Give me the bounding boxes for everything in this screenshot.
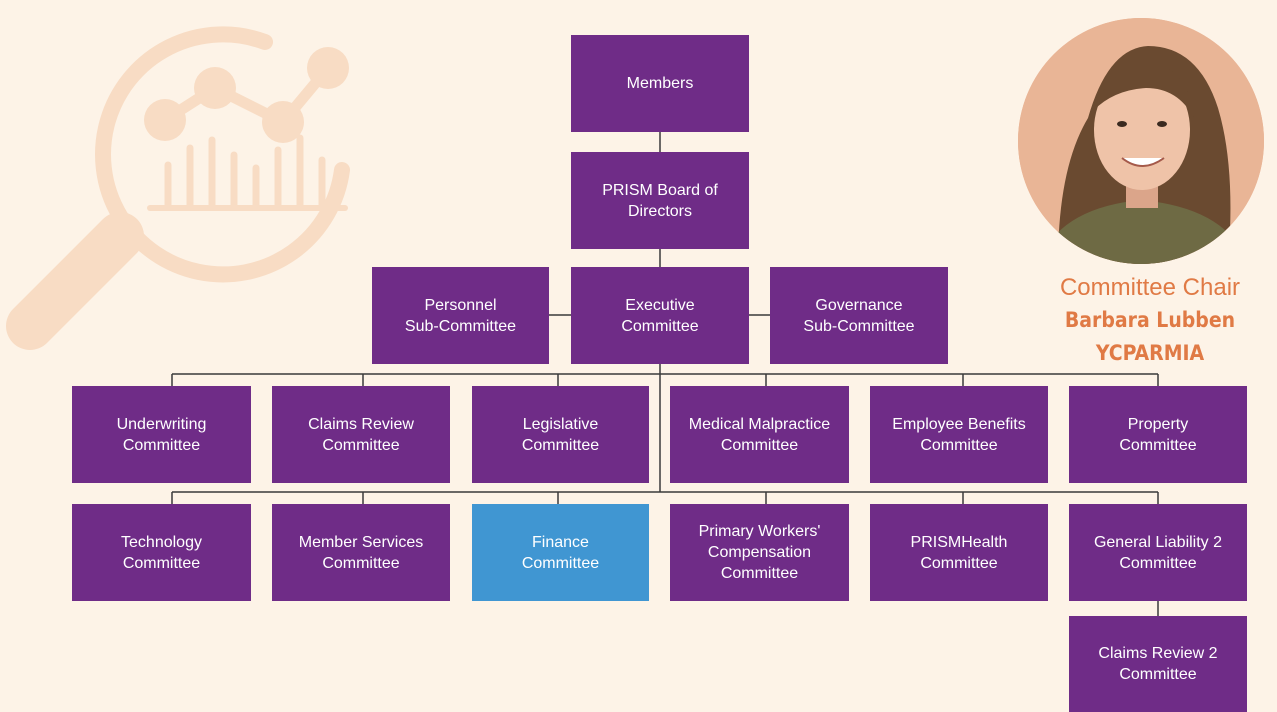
general-liability-2-committee-box[interactable]: General Liability 2 Committee xyxy=(1069,504,1247,601)
claims-review-2-committee-box[interactable]: Claims Review 2 Committee xyxy=(1069,616,1247,712)
claims-review-committee-box[interactable]: Claims Review Committee xyxy=(272,386,450,483)
chair-photo xyxy=(1018,18,1264,264)
chair-organization: YCPARMIA xyxy=(1095,341,1205,365)
personnel-subcommittee-box[interactable]: Personnel Sub-Committee xyxy=(372,267,549,364)
property-committee-box[interactable]: Property Committee xyxy=(1069,386,1247,483)
members-box[interactable]: Members xyxy=(571,35,749,132)
board-box[interactable]: PRISM Board of Directors xyxy=(571,152,749,249)
governance-subcommittee-box[interactable]: Governance Sub-Committee xyxy=(770,267,948,364)
legislative-committee-box[interactable]: Legislative Committee xyxy=(472,386,649,483)
employee-benefits-committee-box[interactable]: Employee Benefits Committee xyxy=(870,386,1048,483)
prismhealth-committee-box[interactable]: PRISMHealth Committee xyxy=(870,504,1048,601)
chair-role: Committee Chair xyxy=(1059,274,1241,301)
underwriting-committee-box[interactable]: Underwriting Committee xyxy=(72,386,251,483)
medical-malpractice-committee-box[interactable]: Medical Malpractice Committee xyxy=(670,386,849,483)
technology-committee-box[interactable]: Technology Committee xyxy=(72,504,251,601)
primary-workers-compensation-committee-box[interactable]: Primary Workers' Compensation Committee xyxy=(670,504,849,601)
chair-name: Barbara Lubben xyxy=(1064,308,1236,332)
executive-committee-box[interactable]: Executive Committee xyxy=(571,267,749,364)
member-services-committee-box[interactable]: Member Services Committee xyxy=(272,504,450,601)
magnifier-chart-icon xyxy=(6,26,350,350)
finance-committee-box[interactable]: Finance Committee xyxy=(472,504,649,601)
